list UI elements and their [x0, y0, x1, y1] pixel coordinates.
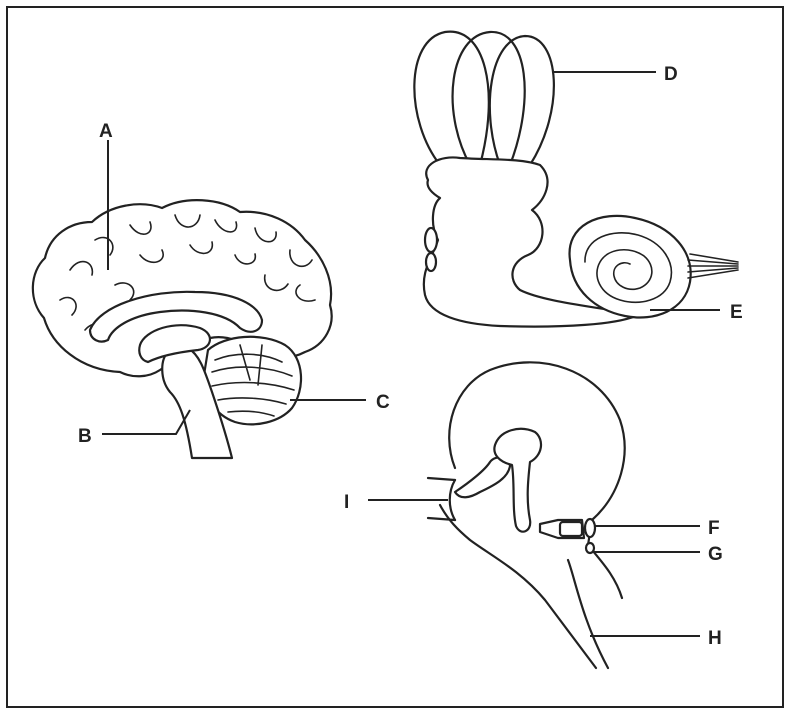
tympanic-membrane [448, 478, 457, 522]
semicircular-canal-3 [488, 34, 555, 167]
labels: A B C D E F G H I [78, 64, 743, 649]
label-f: F [708, 518, 720, 539]
leader-line-b [102, 409, 191, 435]
tympanic-cavity [438, 361, 626, 670]
semicircular-canal-1 [413, 30, 490, 167]
thalamus [138, 324, 211, 364]
cerebellum-folia [211, 344, 295, 417]
inner-ear-illustration [413, 30, 739, 328]
label-a: A [99, 121, 113, 142]
malleus [453, 456, 512, 499]
cochlea [568, 214, 692, 319]
middle-ear-illustration [426, 361, 626, 670]
leader-lines [102, 71, 720, 637]
oval-window-middle [583, 517, 597, 539]
brain-illustration [31, 199, 333, 460]
eustachian-tube [566, 558, 610, 670]
label-c: C [376, 392, 390, 413]
label-e: E [730, 302, 743, 323]
round-window-middle [584, 541, 596, 555]
stapes-footplate [558, 520, 584, 538]
ear-canal [426, 476, 457, 522]
cochlear-nerve [687, 253, 739, 279]
label-h: H [708, 628, 722, 649]
cochlea-spiral [584, 232, 673, 304]
corpus-callosum [88, 290, 264, 343]
semicircular-canal-2 [451, 30, 526, 167]
round-window [424, 251, 438, 273]
label-i: I [344, 492, 349, 513]
label-g: G [708, 544, 723, 565]
label-b: B [78, 426, 92, 447]
oval-window [423, 226, 439, 254]
gyri-lines [59, 214, 316, 339]
label-d: D [664, 64, 678, 85]
incus [493, 427, 543, 533]
